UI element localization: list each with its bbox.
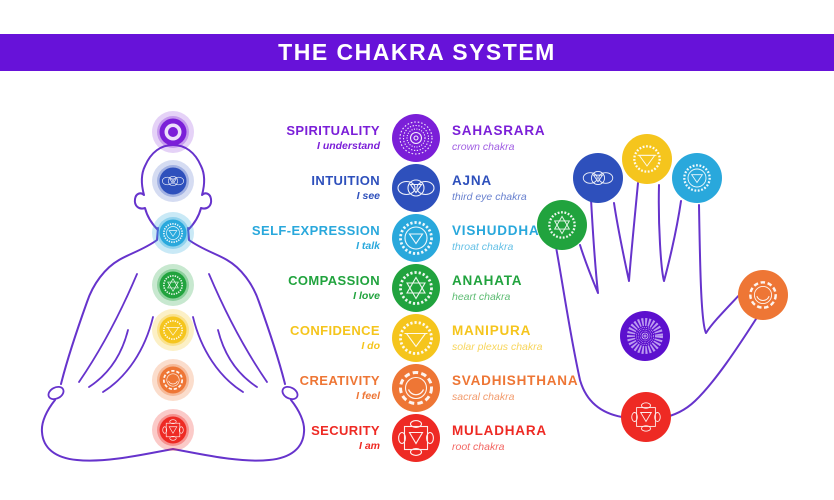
mantra-label: I talk [356, 240, 380, 253]
trait-label: SPIRITUALITY [286, 122, 380, 138]
mantra-label: I feel [356, 390, 380, 403]
sahasrara-symbol-icon [392, 114, 440, 162]
figure-chakra-dot-svadhishthana [152, 359, 194, 401]
legend-row-anahata: COMPASSION I love ANAHATA heart chakra [230, 263, 830, 313]
mantra-label: I understand [316, 140, 380, 153]
hand-middle-ring-valley [613, 182, 639, 282]
figure-right-hand-mudra [281, 385, 299, 401]
legend-row-muladhara: SECURITY I am MULADHARA root chakra [230, 413, 830, 463]
figure-chakra-dot-vishuddha [152, 212, 194, 254]
figure-right-leg-fold [192, 316, 258, 393]
figure-left-hand-mudra [47, 385, 65, 401]
sanskrit-name: VISHUDDHA [452, 223, 540, 239]
trait-label: COMPASSION [288, 272, 380, 288]
page-title: THE CHAKRA SYSTEM [278, 39, 556, 65]
trait-label: SELF-EXPRESSION [251, 222, 380, 238]
legend-row-manipura: CONFIDENCE I do MANIPURA solar plexus ch… [230, 313, 830, 363]
mantra-label: I am [358, 440, 380, 453]
trait-label: SECURITY [311, 422, 380, 438]
chakra-type: sacral chakra [452, 390, 515, 403]
header-banner: THE CHAKRA SYSTEM [0, 34, 834, 71]
figure-left-inner-arm-line [78, 273, 138, 383]
sanskrit-name: ANAHATA [452, 273, 523, 289]
svadhishthana-symbol-icon [392, 364, 440, 412]
trait-label: INTUITION [311, 172, 380, 188]
mantra-label: I see [356, 190, 380, 203]
hand-chakra-sahasrara-palm [620, 311, 670, 361]
sanskrit-name: SAHASRARA [452, 123, 546, 139]
meditating-figure [40, 111, 306, 462]
chakra-type: crown chakra [452, 140, 515, 153]
figure-base-outline [40, 399, 306, 462]
trait-label: CREATIVITY [299, 372, 380, 388]
legend-row-sahasrara: SPIRITUALITY I understand SAHASRARA crow… [230, 113, 830, 163]
figure-chakra-dot-manipura [152, 309, 194, 351]
hand-chakra-ajna-ring-finger [573, 153, 623, 203]
chakra-type: heart chakra [452, 290, 511, 303]
hand-index-middle-valley [657, 184, 682, 282]
trait-label: CONFIDENCE [290, 322, 380, 338]
figure-right-inner-arm-line [208, 273, 268, 383]
hand-chakra-vishuddha-index-finger [672, 153, 722, 203]
hand-chakra-muladhara-wrist [621, 392, 671, 442]
figure-right-arm-outline [187, 227, 286, 385]
vishuddha-symbol-icon [392, 214, 440, 262]
legend-row-ajna: INTUITION I see AJNA third eye chakra [230, 163, 830, 213]
hand-chakra-svadhishthana-thumb [738, 270, 788, 320]
hand-chakra-manipura-middle-finger [622, 134, 672, 184]
mantra-label: I do [361, 340, 380, 353]
legend-row-vishuddha: SELF-EXPRESSION I talk VISHUDDHA throat … [230, 213, 830, 263]
chakra-hand [537, 134, 788, 442]
muladhara-symbol-icon [392, 414, 440, 462]
chakra-type: throat chakra [452, 240, 514, 253]
hand-chakra-anahata-pinky [537, 200, 587, 250]
chakra-type: third eye chakra [452, 190, 527, 203]
figure-chakra-dot-sahasrara [152, 111, 194, 153]
sanskrit-name: AJNA [452, 173, 492, 189]
hand-thumb-index-valley [698, 204, 744, 334]
hand-ring-pinky-valley [579, 198, 599, 294]
figure-left-leg-fold [88, 316, 154, 393]
mantra-label: I love [353, 290, 380, 303]
figure-left-arm-outline [60, 227, 159, 385]
figure-chakra-dot-anahata [152, 264, 194, 306]
chakra-type: solar plexus chakra [452, 340, 543, 353]
sanskrit-name: SVADHISHTHANA [452, 373, 579, 389]
manipura-symbol-icon [392, 314, 440, 362]
chakra-type: root chakra [452, 440, 505, 453]
sanskrit-name: MANIPURA [452, 323, 532, 339]
sanskrit-name: MULADHARA [452, 423, 547, 439]
figure-chakra-dot-muladhara [152, 409, 194, 451]
legend-row-svadhishthana: CREATIVITY I feel SVADHISHTHANA sacral c… [230, 363, 830, 413]
figure-outline [40, 144, 306, 462]
figure-chakra-dot-ajna [152, 160, 194, 202]
anahata-symbol-icon [392, 264, 440, 312]
ajna-symbol-icon [392, 164, 440, 212]
